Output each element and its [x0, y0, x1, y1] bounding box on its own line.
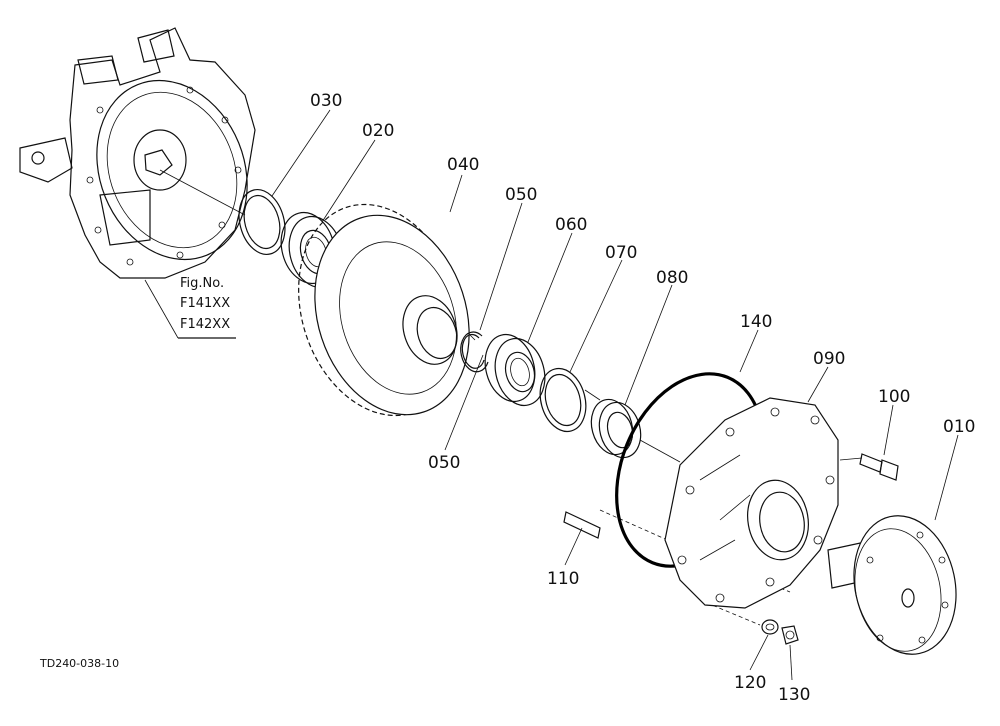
label-140: 140 — [740, 312, 772, 332]
label-130: 130 — [778, 685, 810, 705]
part-070-drawing — [539, 367, 587, 433]
part-050-drawing — [460, 331, 489, 373]
part-130-drawing — [781, 625, 799, 645]
part-030-drawing — [238, 189, 286, 255]
part-060-drawing — [484, 333, 546, 407]
label-100: 100 — [878, 387, 910, 407]
part-120-drawing — [761, 619, 779, 635]
leader-lines — [271, 109, 959, 681]
label-050-top: 050 — [505, 185, 537, 205]
housing-drawing — [19, 27, 256, 339]
part-090-drawing — [664, 397, 839, 609]
label-020: 020 — [362, 121, 394, 141]
label-010: 010 — [943, 417, 975, 437]
figure-ref-line2: F142XX — [180, 317, 230, 332]
label-080: 080 — [656, 268, 688, 288]
part-110-drawing — [563, 511, 601, 539]
label-030: 030 — [310, 91, 342, 111]
figure-ref-line1: F141XX — [180, 296, 230, 311]
part-080-drawing — [590, 398, 642, 459]
drawing-code: TD240-038-10 — [39, 657, 119, 670]
label-060: 060 — [555, 215, 587, 235]
figure-ref-title: Fig.No. — [180, 276, 224, 291]
part-040-drawing — [298, 203, 470, 417]
part-010-drawing — [827, 515, 957, 655]
label-120: 120 — [734, 673, 766, 693]
label-040: 040 — [447, 155, 479, 175]
label-070: 070 — [605, 243, 637, 263]
label-050-bottom: 050 — [428, 453, 460, 473]
part-100-drawing — [859, 453, 899, 481]
label-110: 110 — [547, 569, 579, 589]
label-090: 090 — [813, 349, 845, 369]
